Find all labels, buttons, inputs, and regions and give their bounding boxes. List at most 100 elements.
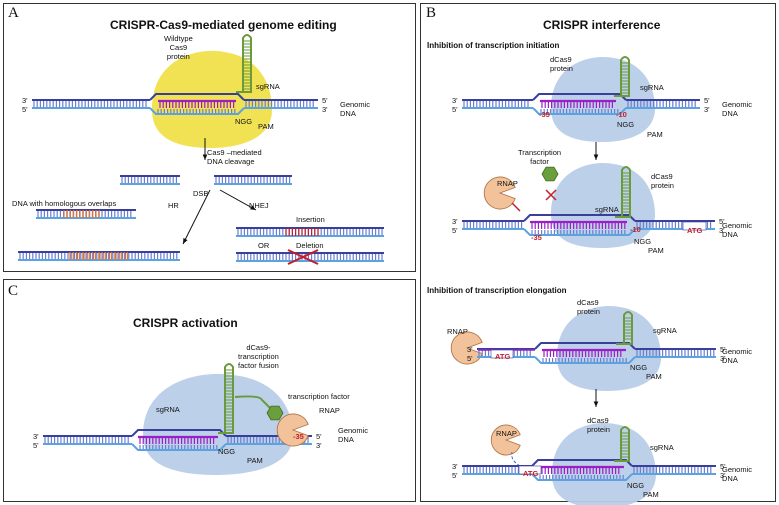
b2-sgrna-hairpin	[615, 166, 631, 218]
a-dna-left-top-end: 3'	[22, 96, 28, 105]
b3-protein-label: dCas9 protein	[577, 298, 600, 316]
b1-ngg-label: NGG	[617, 120, 635, 129]
b3-genomic-dna-label: Genomic DNA	[722, 347, 753, 365]
b4-atg-box	[518, 465, 542, 475]
b3-pam-label: PAM	[646, 372, 662, 381]
b4-dna-left-top-end: 3'	[452, 462, 458, 471]
b1-genomic-dna-label: Genomic DNA	[722, 100, 753, 118]
b3-rnap	[450, 331, 483, 365]
b4-pam-label: PAM	[643, 490, 659, 499]
fusion-label: dCas9- transcription factor fusion	[238, 343, 279, 370]
b4-sgrna-label: sgRNA	[650, 443, 674, 452]
b1-protein-label: dCas9 protein	[550, 55, 573, 73]
or-label: OR	[258, 241, 270, 250]
a-deletion-cross	[287, 249, 319, 265]
c-tf-label: transcription factor	[288, 392, 350, 401]
b1-genomic-dna-bubble-bottom	[532, 107, 627, 115]
panel-c-letter: C	[8, 283, 19, 299]
b1-sgrna-hairpin	[614, 56, 630, 97]
b3-atg-box	[490, 349, 514, 359]
b3-atg-label: ATG	[495, 352, 511, 361]
overlaps-label: DNA with homologous overlaps	[12, 199, 117, 208]
b2-rnap	[483, 176, 516, 210]
initiation-heading: Inhibition of transcription initiation	[427, 41, 560, 50]
c-ngg-label: NGG	[218, 447, 236, 456]
a-sgrna-label: sgRNA	[256, 82, 280, 91]
a-nhej-arrow-head	[250, 205, 256, 210]
c-sgrna-hairpin	[218, 363, 234, 434]
b4-sgrna-hairpin	[614, 426, 630, 462]
b2-dna-left-top-end: 3'	[452, 217, 458, 226]
a-hr-arrow-head	[183, 238, 188, 244]
c-genomic-dna-bubble-bottom	[131, 443, 227, 451]
cleavage-label: Cas9 –mediated DNA cleavage	[207, 148, 262, 166]
b4-dna-right-top-end: 5'	[720, 462, 726, 471]
b1-dna-left-top-end: 3'	[452, 96, 458, 105]
c-sgrna-label: sgRNA	[156, 405, 180, 414]
b4-genomic-dna-bubble-top	[531, 459, 633, 467]
b4-ngg-label: NGG	[627, 481, 645, 490]
a-pam-label: PAM	[258, 122, 274, 131]
a-hr-arrow	[182, 189, 211, 245]
a-genomic-dna-label: Genomic DNA	[340, 100, 371, 118]
b2-genomic-dna-bubble-top	[523, 214, 636, 222]
a-dna-right-bottom-end: 3'	[322, 105, 328, 114]
b2-atg-label: ATG	[687, 226, 703, 235]
b2-tf-label: Transcription factor	[518, 148, 562, 166]
b4-genomic-dna-label: Genomic DNA	[722, 465, 753, 483]
b2-dna-left-bottom-end: 5'	[452, 226, 458, 235]
b4-dna-left-bottom-end: 5'	[452, 471, 458, 480]
b4-rnap-label: RNAP	[496, 429, 517, 438]
b2-protein-label: dCas9 protein	[651, 172, 674, 190]
a-ngg-label: NGG	[235, 117, 253, 126]
b2-pam-label: PAM	[648, 246, 664, 255]
b3-dcas9-protein	[557, 306, 661, 391]
b2-dna-right-top-end: 5'	[719, 217, 725, 226]
c-rnap	[276, 413, 309, 447]
b2-rnap-cross	[511, 202, 521, 212]
wildtype-cas9-label: Wildtype Cas9 protein	[164, 34, 193, 61]
c-dcas9-protein	[143, 373, 293, 475]
b1-minus10-label: -10	[616, 110, 627, 119]
nhej-label: NHEJ	[249, 201, 269, 210]
b2-dna-right-bottom-end: 3'	[719, 226, 725, 235]
b2-rnap-label: RNAP	[497, 179, 518, 188]
b3-dna-left-bottom-end: 5'	[467, 354, 473, 363]
b2-block-cross	[545, 189, 557, 201]
b4-dissociation-path	[511, 451, 521, 467]
b1-dna-right-bottom-end: 3'	[704, 105, 710, 114]
a-dna-left-bottom-end: 5'	[22, 105, 28, 114]
b4-protein-label: dCas9 protein	[587, 416, 610, 434]
b1-to-b2-arrow-head	[593, 154, 599, 160]
deletion-label: Deletion	[296, 241, 324, 250]
a-nhej-arrow	[219, 189, 257, 211]
b1-dna-right-top-end: 5'	[704, 96, 710, 105]
elongation-heading: Inhibition of transcription elongation	[427, 286, 567, 295]
b2-sgrna-label: sgRNA	[595, 205, 619, 214]
c-dna-right-bottom-end: 3'	[316, 441, 322, 450]
a-sgrna-hairpin	[236, 34, 252, 93]
b2-transcription-factor	[541, 166, 559, 182]
panel-a-title: CRISPR-Cas9-mediated genome editing	[110, 18, 337, 32]
hr-label: HR	[168, 201, 179, 210]
b4-rnap	[490, 424, 521, 456]
c-dna-left-bottom-end: 5'	[33, 441, 39, 450]
c-minus35-label: -35	[293, 432, 304, 441]
b2-genomic-dna-bubble-bottom	[523, 228, 636, 236]
b2-minus10-label: -10	[630, 225, 641, 234]
c-dna-left-top-end: 3'	[33, 432, 39, 441]
b3-ngg-label: NGG	[630, 363, 648, 372]
b3-sgrna-hairpin	[616, 311, 633, 345]
b3-to-b4-arrow-head	[593, 401, 599, 407]
b2-ngg-label: NGG	[634, 237, 652, 246]
a-dna-right-top-end: 5'	[322, 96, 328, 105]
a-genomic-dna-bubble-top	[149, 93, 245, 101]
c-transcription-factor	[266, 405, 284, 421]
b2-minus35-label: -35	[531, 233, 542, 242]
c-rnap-label: RNAP	[319, 406, 340, 415]
b2-atg-box	[682, 221, 707, 231]
a-genomic-dna-bubble-bottom	[149, 107, 245, 115]
b3-dna-left-top-end: 3'	[467, 345, 473, 354]
dsb-label: DSB	[193, 189, 209, 198]
